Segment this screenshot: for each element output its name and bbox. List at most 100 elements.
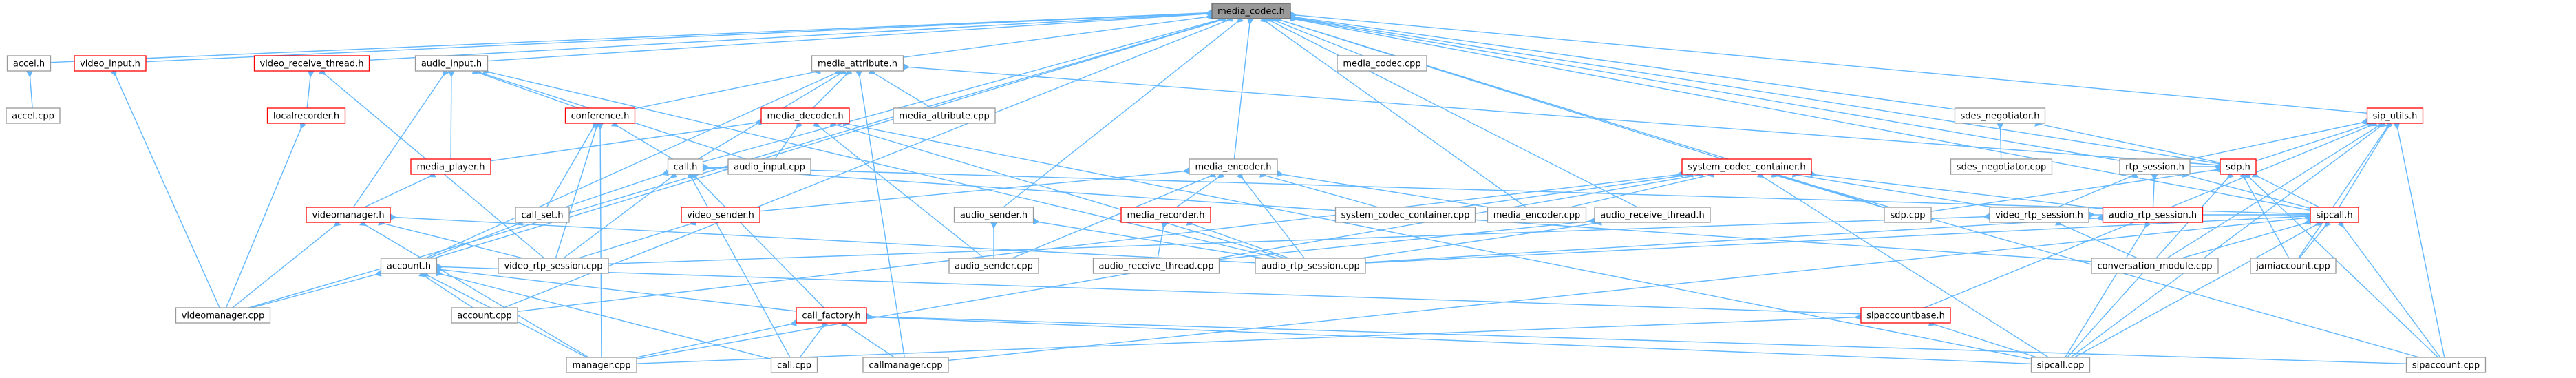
node-box xyxy=(681,207,760,223)
node-audio-receive-thread-h[interactable]: audio_receive_thread.h xyxy=(1594,207,1711,223)
node-box xyxy=(564,107,636,124)
node-system-codec-container-h[interactable]: system_codec_container.h xyxy=(1681,158,1812,175)
node-conference-h[interactable]: conference.h xyxy=(564,107,636,124)
node-label: call.h xyxy=(674,162,698,173)
node-media-decoder-h[interactable]: media_decoder.h xyxy=(760,107,850,124)
node-label: call_set.h xyxy=(521,211,563,221)
node-media-encoder-h[interactable]: media_encoder.h xyxy=(1189,158,1278,175)
node-conversation-module-cpp[interactable]: conversation_module.cpp xyxy=(2091,258,2219,274)
node-audio-rtp-session-h[interactable]: audio_rtp_session.h xyxy=(2102,207,2204,223)
node-call-set-h[interactable]: call_set.h xyxy=(515,207,570,223)
edge-media_encoder_h-to-audio_rtp_session_cpp xyxy=(1236,171,1305,259)
node-audio-input-h[interactable]: audio_input.h xyxy=(414,55,489,72)
edge-rtp_session_h-to-video_rtp_session_h xyxy=(2057,171,2138,208)
node-accel-cpp[interactable]: accel.cpp xyxy=(6,107,61,124)
node-box xyxy=(410,158,491,175)
node-label: video_rtp_session.h xyxy=(1995,211,2083,221)
node-label: conference.h xyxy=(571,112,630,122)
edge-media_encoder_h-to-media_recorder_h xyxy=(1175,171,1225,208)
node-box xyxy=(1337,55,1427,72)
edge-account_h-to-videomanager_cpp xyxy=(251,270,382,308)
node-media-recorder-h[interactable]: media_recorder.h xyxy=(1120,207,1211,223)
edge-sip_utils_h-to-sipcall_cpp xyxy=(2070,120,2387,358)
node-manager-cpp[interactable]: manager.cpp xyxy=(566,357,637,373)
edge-media_codec_h-to-sdp_cpp xyxy=(1275,15,1885,209)
node-sipaccountbase-h[interactable]: sipaccountbase.h xyxy=(1860,307,1951,324)
node-box xyxy=(451,307,518,324)
edge-media_codec_h-to-media_encoder_cpp xyxy=(1259,16,1526,208)
node-call-h[interactable]: call.h xyxy=(667,158,704,175)
edge-conference_h-to-call_h xyxy=(610,120,673,160)
node-layer: media_codec.h accel.h accel.cpp video_input… xyxy=(6,3,2487,373)
node-sip-utils-h[interactable]: sip_utils.h xyxy=(2366,107,2424,124)
node-audio-input-cpp[interactable]: audio_input.cpp xyxy=(727,158,811,175)
edge-audio_input_h-to-videomanager_h xyxy=(352,69,449,208)
edge-system_codec_container_h-to-audio_rtp_session_h xyxy=(1810,171,2103,210)
edge-audio_rtp_session_h-to-sipcall_cpp xyxy=(2065,220,2151,358)
node-box xyxy=(1487,207,1587,223)
node-sipcall-cpp[interactable]: sipcall.cpp xyxy=(2030,357,2091,373)
node-sdp-h[interactable]: sdp.h xyxy=(2220,158,2257,175)
node-video-input-h[interactable]: video_input.h xyxy=(74,55,147,72)
node-account-cpp[interactable]: account.cpp xyxy=(451,307,518,324)
node-sdes-negotiator-cpp[interactable]: sdes_negotiator.cpp xyxy=(1950,158,2053,175)
edge-media_codec_h-to-video_input_h xyxy=(145,9,1213,63)
node-media-codec-cpp[interactable]: media_codec.cpp xyxy=(1337,55,1427,72)
node-videomanager-cpp[interactable]: videomanager.cpp xyxy=(175,307,271,324)
node-audio-sender-h[interactable]: audio_sender.h xyxy=(953,207,1034,223)
node-sipaccount-cpp[interactable]: sipaccount.cpp xyxy=(2405,357,2487,373)
node-box xyxy=(1189,158,1278,175)
node-label: sdp.h xyxy=(2226,162,2250,173)
node-box xyxy=(306,207,391,223)
node-callmanager-cpp[interactable]: callmanager.cpp xyxy=(862,357,949,373)
node-label: rtp_session.h xyxy=(2125,162,2184,173)
node-label: sdes_negotiator.h xyxy=(1961,112,2040,122)
edge-account_h-to-account_cpp xyxy=(418,270,473,308)
node-audio-sender-cpp[interactable]: audio_sender.cpp xyxy=(948,258,1039,274)
node-audio-receive-thread-cpp[interactable]: audio_receive_thread.cpp xyxy=(1092,258,1220,274)
node-box xyxy=(1334,207,1476,223)
edge-media_attribute_h-to-conference_h xyxy=(635,67,821,109)
node-account-h[interactable]: account.h xyxy=(380,258,438,274)
node-box xyxy=(2119,158,2191,175)
edge-system_codec_container_h-to-sdp_cpp xyxy=(1771,171,1885,209)
node-video-rtp-session-cpp[interactable]: video_rtp_session.cpp xyxy=(498,258,609,274)
node-call-cpp[interactable]: call.cpp xyxy=(770,357,818,373)
edge-media_codec_h-to-audio_input_h xyxy=(487,10,1213,62)
edge-sdes_negotiator_h-to-sdp_h xyxy=(2034,120,2221,164)
edge-sip_utils_h-to-sipaccount_cpp xyxy=(2393,123,2445,358)
node-sipcall-h[interactable]: sipcall.h xyxy=(2310,207,2359,223)
node-box xyxy=(893,107,996,124)
node-videomanager-h[interactable]: videomanager.h xyxy=(306,207,391,223)
node-video-sender-h[interactable]: video_sender.h xyxy=(681,207,760,223)
node-video-rtp-session-h[interactable]: video_rtp_session.h xyxy=(1989,207,2089,223)
edge-media_codec_h-to-media_codec_cpp xyxy=(1268,15,1363,56)
node-sdes-negotiator-h[interactable]: sdes_negotiator.h xyxy=(1954,107,2046,124)
edge-sip_utils_h-to-rtp_session_h xyxy=(2189,118,2368,160)
node-call-factory-h[interactable]: call_factory.h xyxy=(796,307,867,324)
edge-media_codec_h-to-rtp_session_h xyxy=(1290,14,2120,161)
edge-audio_receive_thread_h-to-audio_receive_thread_cpp xyxy=(1219,217,1595,260)
node-sdp-cpp[interactable]: sdp.cpp xyxy=(1884,207,1932,223)
node-box xyxy=(1255,258,1366,274)
node-media-codec-h[interactable]: media_codec.h xyxy=(1211,3,1291,19)
node-media-attribute-h[interactable]: media_attribute.h xyxy=(811,55,904,72)
node-box xyxy=(6,107,61,124)
node-audio-rtp-session-cpp[interactable]: audio_rtp_session.cpp xyxy=(1255,258,1366,274)
node-media-encoder-cpp[interactable]: media_encoder.cpp xyxy=(1487,207,1587,223)
node-rtp-session-h[interactable]: rtp_session.h xyxy=(2119,158,2191,175)
node-media-player-h[interactable]: media_player.h xyxy=(410,158,491,175)
node-media-attribute-cpp[interactable]: media_attribute.cpp xyxy=(893,107,996,124)
edge-layer xyxy=(25,9,2445,364)
edge-media_attribute_h-to-account_h xyxy=(425,67,842,259)
node-label: localrecorder.h xyxy=(273,112,339,122)
edge-audio_receive_thread_h-to-audio_rtp_session_cpp xyxy=(1361,219,1602,259)
node-video-receive-thread-h[interactable]: video_receive_thread.h xyxy=(253,55,370,72)
node-system-codec-container-cpp[interactable]: system_codec_container.cpp xyxy=(1334,207,1476,223)
node-accel-h[interactable]: accel.h xyxy=(6,55,52,72)
node-jamiaccount-cpp[interactable]: jamiaccount.cpp xyxy=(2250,258,2337,274)
node-box xyxy=(760,107,850,124)
node-localrecorder-h[interactable]: localrecorder.h xyxy=(266,107,346,124)
edge-sdp_h-to-sipaccount_cpp xyxy=(2244,171,2438,358)
node-label: call_factory.h xyxy=(802,311,860,322)
